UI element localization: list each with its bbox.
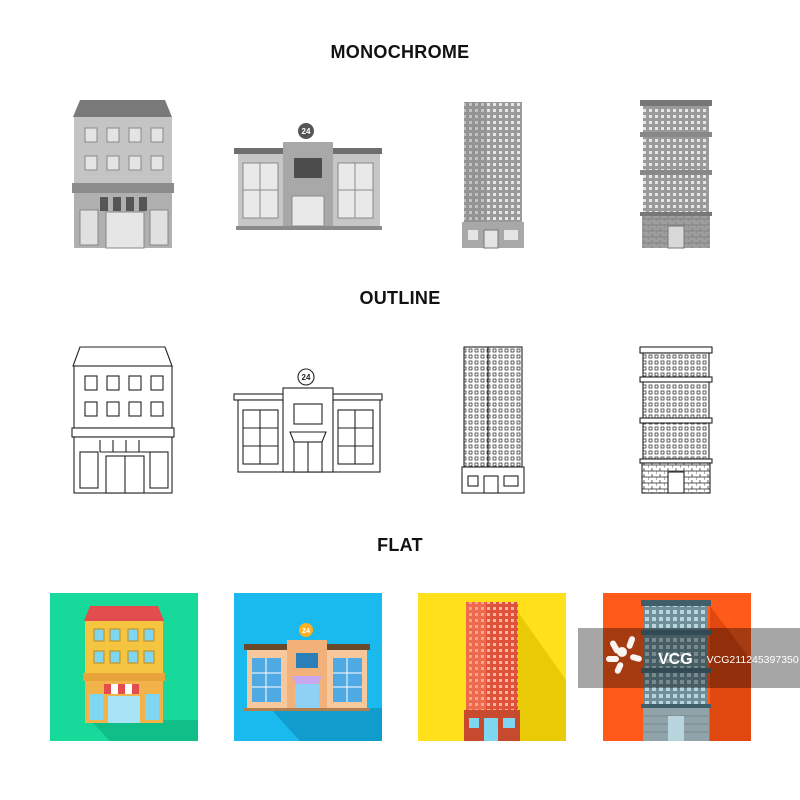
flat-store-24-tile: 24 (234, 593, 382, 741)
mono-townhouse-icon (72, 100, 174, 249)
mono-store-24-icon: 24 (234, 123, 382, 230)
flat-townhouse-icon (83, 606, 165, 723)
section-title-monochrome: MONOCHROME (330, 42, 470, 62)
watermark-id: VCG211245397350 (706, 654, 799, 666)
flat-skyscraper-icon (464, 602, 520, 741)
flat-townhouse-tile (50, 593, 198, 741)
watermark-logo (606, 636, 642, 674)
outline-store-24-icon (233, 368, 383, 473)
watermark-brand: VCG (658, 651, 693, 668)
flat-office-tower-tile (603, 593, 751, 741)
mono-skyscraper-icon (462, 102, 524, 249)
watermark-band (578, 628, 800, 688)
outline-skyscraper-icon (461, 346, 525, 494)
mono-office-tower-icon (640, 100, 712, 249)
flat-store-badge: 24 (302, 628, 310, 635)
outline-townhouse-icon (71, 346, 175, 494)
mono-store-badge: 24 (302, 127, 311, 136)
section-title-outline: OUTLINE (359, 288, 441, 308)
outline-store-badge: 24 (302, 373, 311, 382)
flat-store-24-icon: 24 (244, 623, 370, 711)
flat-office-tower-icon (641, 600, 711, 741)
section-title-flat: FLAT (377, 535, 423, 555)
outline-office-tower-icon (639, 346, 713, 494)
flat-skyscraper-tile (418, 593, 566, 741)
watermark: VCG VCG211245397350 (580, 632, 800, 688)
